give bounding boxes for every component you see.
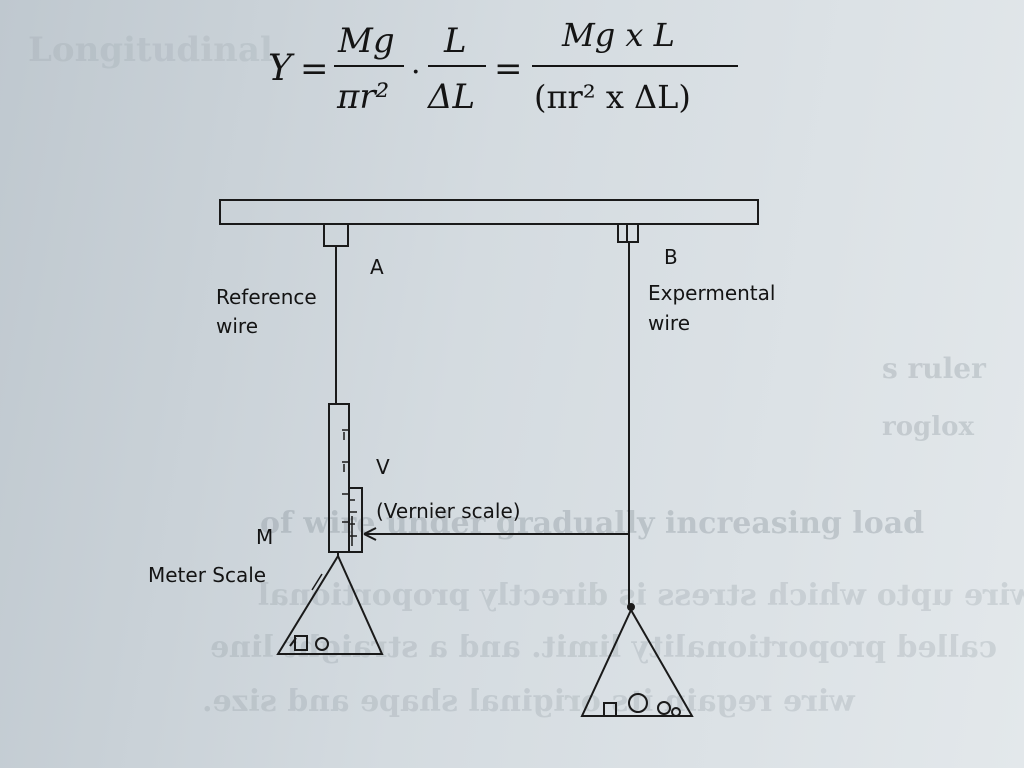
diagram-labels: A B Reference wire Expermental wire V (V… [148,245,775,587]
meter-scale-ticks [342,429,349,523]
formula-frac3-numerator: Mg x L [561,16,675,54]
vernier-scale-ticks [349,499,357,546]
slotted-weight [628,693,648,713]
label-reference-wire: Reference [216,285,317,309]
youngs-modulus-formula: Y = Mg πr² · L ΔL = Mg x L (πr² x ΔL) [268,16,738,117]
arrow-head [363,527,377,541]
label-v: V [376,455,390,479]
meter-scale-body [328,403,350,553]
formula-frac2-numerator: L [443,21,467,61]
label-b: B [664,245,678,269]
bleed-text-right-1: s ruler [882,352,986,385]
formula-equals-2: = [494,49,523,89]
rigid-support-beam [219,199,759,225]
label-a: A [370,255,384,279]
reference-weight-pan [276,553,384,655]
formula-frac1-numerator: Mg [337,21,395,61]
formula-frac1-denominator: πr² [336,77,389,117]
vernier-scale-body [348,487,363,553]
slotted-weight [671,707,681,717]
experimental-weight-pan [580,607,694,717]
label-meter-scale: Meter Scale [148,563,266,587]
apparatus [219,199,759,717]
reference-weight [315,637,329,651]
reference-weight [294,635,308,651]
clamp-a [323,223,349,247]
formula-frac3-denominator: (πr² x ΔL) [534,78,691,116]
slotted-weight [657,701,671,715]
slotted-weight [603,702,617,717]
meter-scale-leader [311,573,323,591]
formula-dot: · [411,55,421,90]
label-experimental-wire-2: wire [648,311,690,335]
label-reference-wire-2: wire [216,314,258,338]
bleed-text-right-2: roglox [882,412,974,442]
formula-equals-1: = [300,49,329,89]
formula-lhs: Y [268,48,295,89]
formula-frac2-denominator: ΔL [426,77,475,117]
label-experimental-wire: Expermental [648,281,775,305]
label-m: M [256,525,273,549]
bleed-text-center-line: of wire under gradually increasing load [260,506,925,541]
label-vernier-scale: (Vernier scale) [376,499,521,523]
reference-weight-mark [289,637,297,647]
bleed-text-upper-left: Longitudinal [28,30,273,70]
